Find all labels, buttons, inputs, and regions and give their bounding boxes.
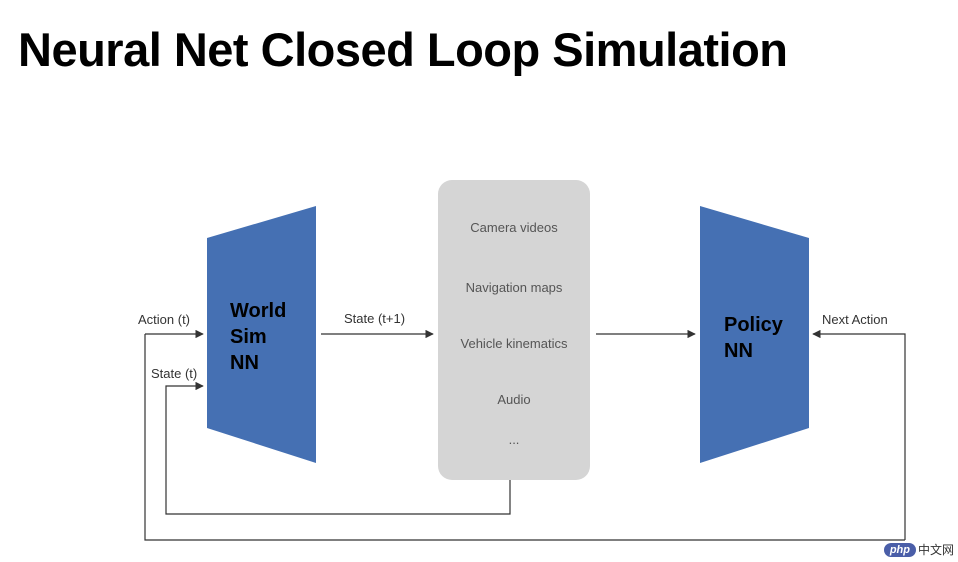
- edge-label-next-action: Next Action: [822, 312, 888, 327]
- state-box: [438, 180, 590, 480]
- watermark: php 中文网: [883, 541, 954, 558]
- world-sim-nn-label: World Sim NN: [230, 298, 286, 376]
- edge-label-state-t: State (t): [151, 366, 198, 381]
- edge-state-t-loop: [165, 381, 511, 515]
- watermark-badge: php: [883, 542, 916, 557]
- world-sim-line-2: Sim: [230, 326, 267, 348]
- page-title: Neural Net Closed Loop Simulation: [18, 23, 788, 76]
- state-item-navigation-maps: Navigation maps: [465, 280, 563, 295]
- edge-label-action-t: Action (t): [138, 312, 191, 327]
- state-item-ellipsis: ...: [508, 432, 520, 447]
- watermark-text: 中文网: [917, 543, 954, 557]
- world-sim-nn-block: [207, 206, 316, 463]
- edge-outer-loop-return: [144, 334, 905, 541]
- policy-line-2: NN: [724, 340, 753, 362]
- edge-next-action-loop: [812, 329, 906, 540]
- edge-label-state-t1: State (t+1): [344, 311, 406, 326]
- world-sim-line-1: World: [230, 300, 287, 322]
- state-item-audio: Audio: [497, 392, 531, 407]
- state-item-camera-videos: Camera videos: [470, 220, 558, 235]
- world-sim-line-3: NN: [230, 352, 259, 374]
- policy-nn-label: Policy NN: [724, 312, 783, 364]
- policy-nn-block: [700, 206, 809, 463]
- state-item-vehicle-kinematics: Vehicle kinematics: [460, 336, 568, 351]
- policy-line-1: Policy: [724, 314, 783, 336]
